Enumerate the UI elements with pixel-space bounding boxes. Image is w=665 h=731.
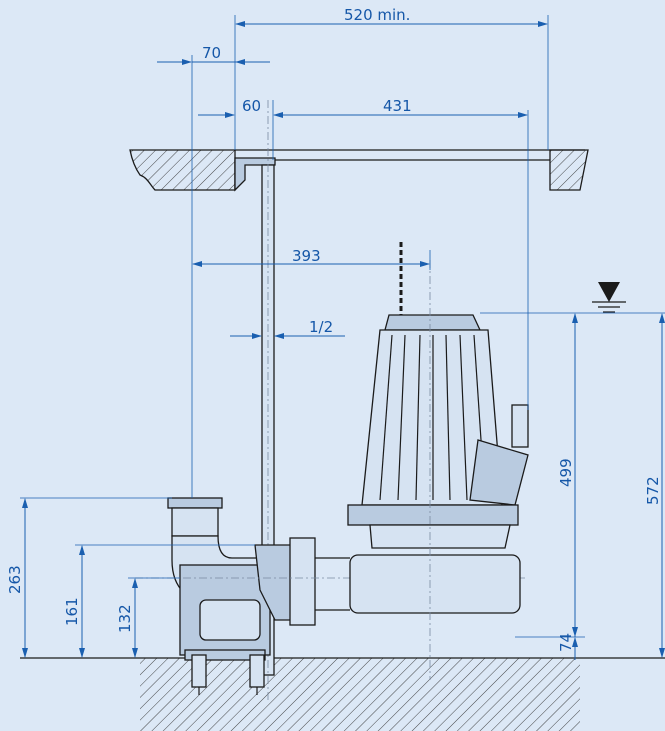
extension-lines (20, 15, 665, 638)
dim-499-label: 499 (557, 458, 575, 487)
dim-60-label: 60 (242, 97, 261, 115)
pump-body (315, 242, 529, 680)
dim-263-label: 263 (6, 565, 24, 594)
dim-74-label: 74 (557, 633, 575, 652)
dimension-lines (22, 21, 665, 660)
dim-1-2-label: 1/2 (309, 318, 333, 336)
dim-161-label: 161 (63, 597, 81, 626)
ceiling-slab (129, 149, 589, 192)
dim-572-label: 572 (644, 476, 662, 505)
dim-132-label: 132 (116, 604, 134, 633)
dim-393-label: 393 (292, 247, 321, 265)
dimension-labels: 520 min. 70 60 431 393 1/2 499 572 263 1… (6, 6, 662, 652)
water-level-symbol (592, 282, 626, 313)
dim-70-label: 70 (202, 44, 221, 62)
dim-431-label: 431 (383, 97, 412, 115)
dim-520-label: 520 min. (344, 6, 410, 24)
floor-slab (20, 657, 665, 731)
discharge-elbow (135, 497, 525, 695)
